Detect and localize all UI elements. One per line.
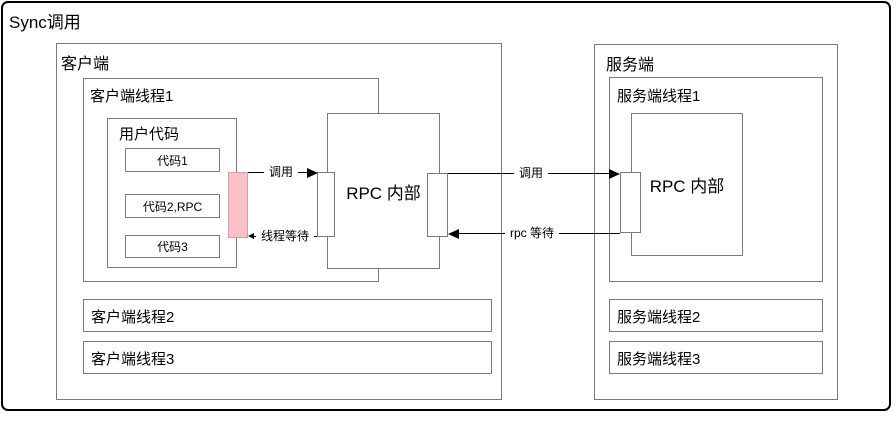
client-call-arrowhead-icon: [307, 168, 318, 178]
client-thread3-label: 客户端线程3: [91, 351, 175, 368]
server-rpc-internal-box: RPC 内部: [631, 113, 743, 256]
server-thread2-box: [609, 299, 823, 332]
code-block-3: 代码3: [125, 235, 220, 258]
client-thread3-box: [83, 341, 492, 374]
server-thread1-label: 服务端线程1: [617, 88, 701, 105]
client-label: 客户端: [61, 56, 110, 73]
user-code-label: 用户代码: [119, 126, 180, 143]
diagram-frame: [1, 1, 891, 411]
thread-wait-label: 线程等待: [255, 229, 315, 243]
server-rpc-left-port: [620, 172, 641, 233]
blocked-thread-activation-bar: [228, 172, 248, 238]
thread-wait-arrowhead-icon: [248, 233, 254, 239]
rpc-wait-arrowhead-icon: [448, 229, 459, 239]
server-thread1-box: [609, 77, 823, 282]
code-block-2-rpc: 代码2,RPC: [125, 194, 220, 218]
client-thread2-label: 客户端线程2: [91, 309, 175, 326]
client-rpc-right-port: [427, 173, 448, 237]
server-box: [594, 44, 838, 400]
remote-call-label: 调用: [513, 166, 549, 180]
client-thread1-label: 客户端线程1: [90, 88, 174, 105]
server-thread2-label: 服务端线程2: [617, 309, 701, 326]
diagram-title: Sync调用: [9, 13, 81, 32]
rpc-wait-label: rpc 等待: [504, 226, 560, 240]
remote-call-arrowhead-icon: [609, 169, 620, 179]
code-block-1: 代码1: [125, 148, 220, 172]
client-thread2-box: [83, 299, 492, 332]
client-rpc-left-port: [317, 172, 335, 237]
client-box: [56, 43, 502, 400]
client-call-label: 调用: [263, 165, 299, 179]
server-thread3-label: 服务端线程3: [617, 351, 701, 368]
server-label: 服务端: [606, 57, 655, 74]
server-thread3-box: [609, 341, 823, 374]
client-rpc-internal-box: RPC 内部: [327, 113, 440, 269]
